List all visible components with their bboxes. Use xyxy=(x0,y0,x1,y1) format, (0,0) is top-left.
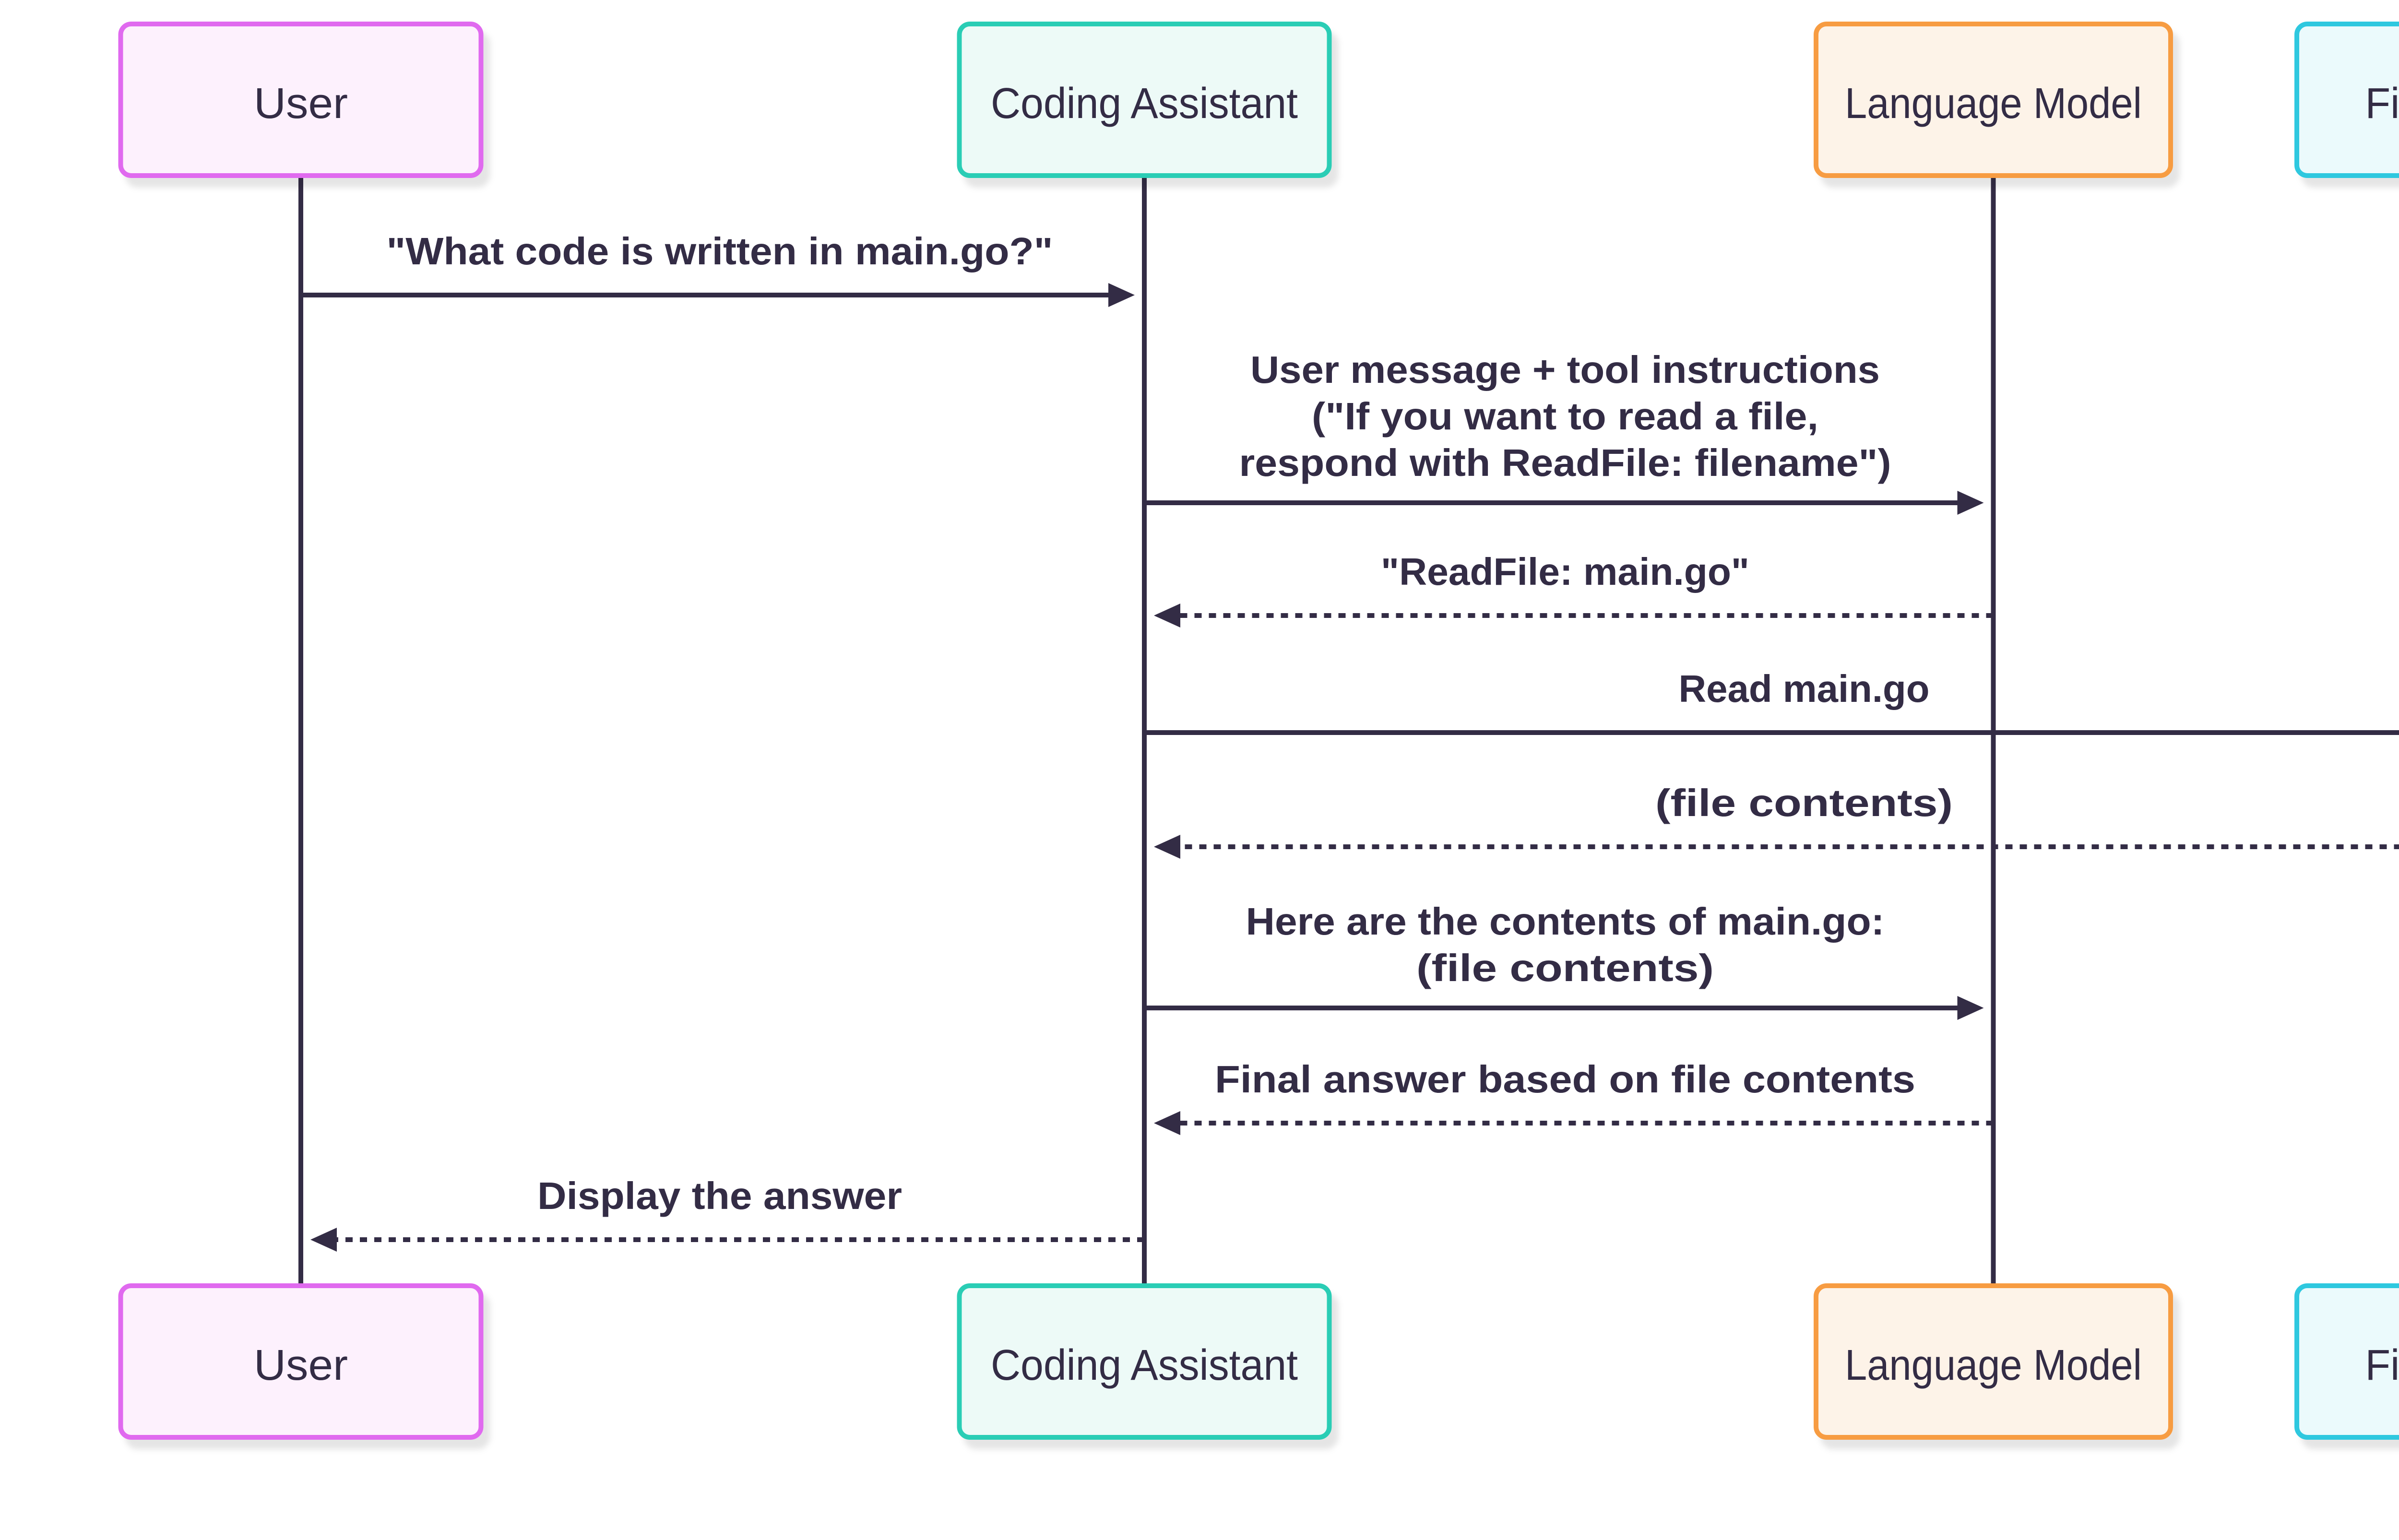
svg-text:Language Model: Language Model xyxy=(1845,1341,2142,1389)
svg-text:File System: File System xyxy=(2365,1341,2399,1389)
svg-text:("If you want to read a file,: ("If you want to read a file, xyxy=(1312,395,1818,438)
svg-text:User: User xyxy=(254,80,348,128)
svg-text:Language Model: Language Model xyxy=(1845,80,2142,128)
svg-text:Final answer based on file con: Final answer based on file contents xyxy=(1215,1058,1915,1101)
svg-text:Display the answer: Display the answer xyxy=(537,1174,902,1217)
svg-text:Here are the contents of main.: Here are the contents of main.go: xyxy=(1246,900,1885,943)
svg-text:User: User xyxy=(254,1341,348,1389)
svg-text:User message + tool instructio: User message + tool instructions xyxy=(1250,348,1880,391)
svg-text:"ReadFile: main.go": "ReadFile: main.go" xyxy=(1381,550,1749,593)
svg-text:respond with ReadFile: filenam: respond with ReadFile: filename") xyxy=(1239,441,1891,484)
svg-text:Coding Assistant: Coding Assistant xyxy=(991,80,1298,128)
svg-text:File System: File System xyxy=(2365,80,2399,128)
svg-text:(file contents): (file contents) xyxy=(1416,947,1714,989)
svg-text:Coding Assistant: Coding Assistant xyxy=(991,1341,1298,1389)
svg-text:(file contents): (file contents) xyxy=(1655,782,1953,824)
svg-text:"What code is written in main.: "What code is written in main.go?" xyxy=(387,230,1053,272)
svg-text:Read main.go: Read main.go xyxy=(1679,667,1930,710)
